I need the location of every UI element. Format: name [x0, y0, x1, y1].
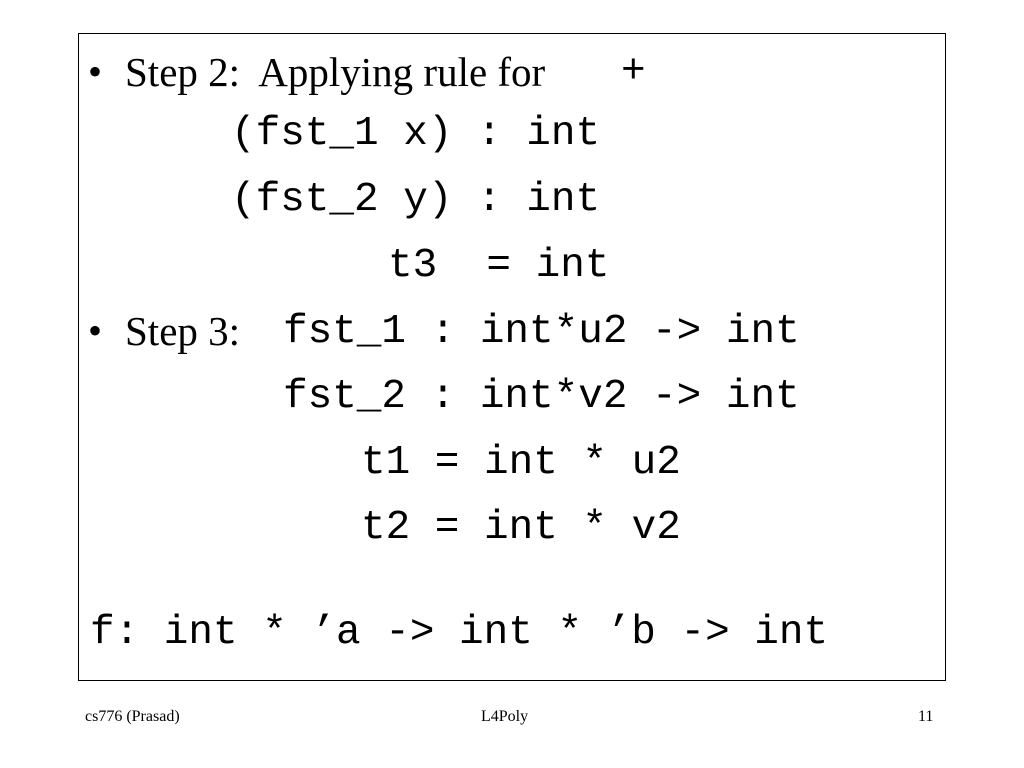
step3-line-t1: t1 = int * u2 [361, 440, 681, 486]
step3-line-fst1: fst_1 : int*u2 -> int [283, 309, 800, 355]
footer-page-number: 11 [918, 708, 934, 725]
step2-operator: + [621, 49, 646, 95]
bullet-marker-step3: • [88, 308, 103, 353]
step3-heading: Step 3: [125, 308, 241, 354]
step3-line-t2: t2 = int * v2 [361, 505, 681, 551]
footer-title: L4Poly [481, 708, 529, 725]
step2-line-fst2: (fst_2 y) : int [231, 177, 601, 223]
step2-line-t3: t3 = int [388, 243, 610, 289]
content-box [78, 33, 946, 681]
step2-heading: Step 2: Applying rule for [125, 49, 546, 95]
step3-line-fst2: fst_2 : int*v2 -> int [283, 374, 800, 420]
conclusion-type: f: int * ’a -> int * ’b -> int [90, 610, 829, 656]
bullet-marker-step2: • [88, 49, 103, 94]
footer-course: cs776 (Prasad) [85, 708, 180, 725]
step2-line-fst1: (fst_1 x) : int [231, 111, 601, 157]
